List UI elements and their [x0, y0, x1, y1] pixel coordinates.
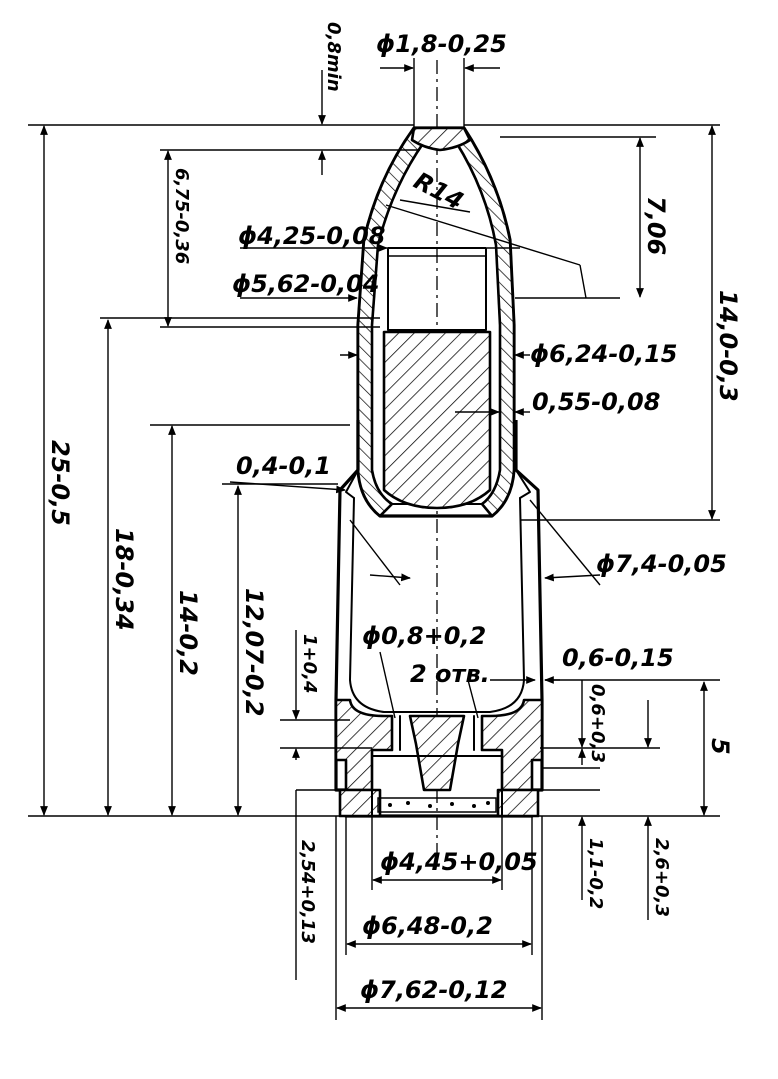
label-case-wall: 0,6-0,15 [562, 644, 674, 672]
bullet-jacket [356, 126, 516, 518]
label-overall-bullet: 14,0-0,3 [714, 290, 742, 402]
label-groove: 1,1-0,2 [585, 838, 606, 909]
cartridge-case [334, 420, 544, 818]
label-ogive-length: 7,06 [642, 196, 670, 255]
label-groove-depth: 2,6+0,3 [651, 838, 672, 917]
label-bullet-diameter: ϕ5,62-0,04 [232, 270, 380, 298]
label-tip-diameter: ϕ1,8-0,25 [376, 30, 507, 58]
label-base-height: 5 [706, 738, 734, 755]
label-total-length: 25-0,5 [46, 440, 74, 526]
label-tip-min: 0,8min [323, 22, 344, 92]
dimension-lines [28, 58, 720, 1020]
label-body-diameter: ϕ7,4-0,05 [596, 550, 727, 578]
label-length-12: 12,07-0,2 [240, 588, 268, 716]
label-flash-hole: ϕ0,8+0,2 [362, 622, 486, 650]
label-rim-thickness: 2,54+0,13 [297, 840, 318, 944]
label-primer-pocket: ϕ4,45+0,05 [380, 848, 538, 876]
label-length-14: 14-0,2 [174, 590, 202, 676]
label-jacket-wall: 0,55-0,08 [532, 388, 660, 416]
bullet-core [382, 247, 492, 510]
label-rim-diameter: ϕ7,62-0,12 [360, 976, 508, 1004]
label-web-height: 1+0,4 [299, 634, 320, 694]
label-flash-hole-count: 2 отв. [410, 660, 490, 688]
label-radius: R14 [409, 167, 468, 216]
label-web-offset: 0,6+0,3 [587, 684, 608, 763]
label-length-18: 18-0,34 [110, 528, 138, 631]
label-shoulder-wall: 0,4-0,1 [236, 452, 331, 480]
dimension-labels: ϕ1,8-0,25 0,8min 25-0,5 6,75-0,36 ϕ4,25-… [46, 22, 742, 1004]
label-core-diameter: ϕ4,25-0,08 [238, 222, 386, 250]
label-groove-diameter: ϕ6,48-0,2 [362, 912, 493, 940]
label-bullet-ogive: 6,75-0,36 [171, 168, 192, 264]
label-neck-diameter: ϕ6,24-0,15 [530, 340, 678, 368]
